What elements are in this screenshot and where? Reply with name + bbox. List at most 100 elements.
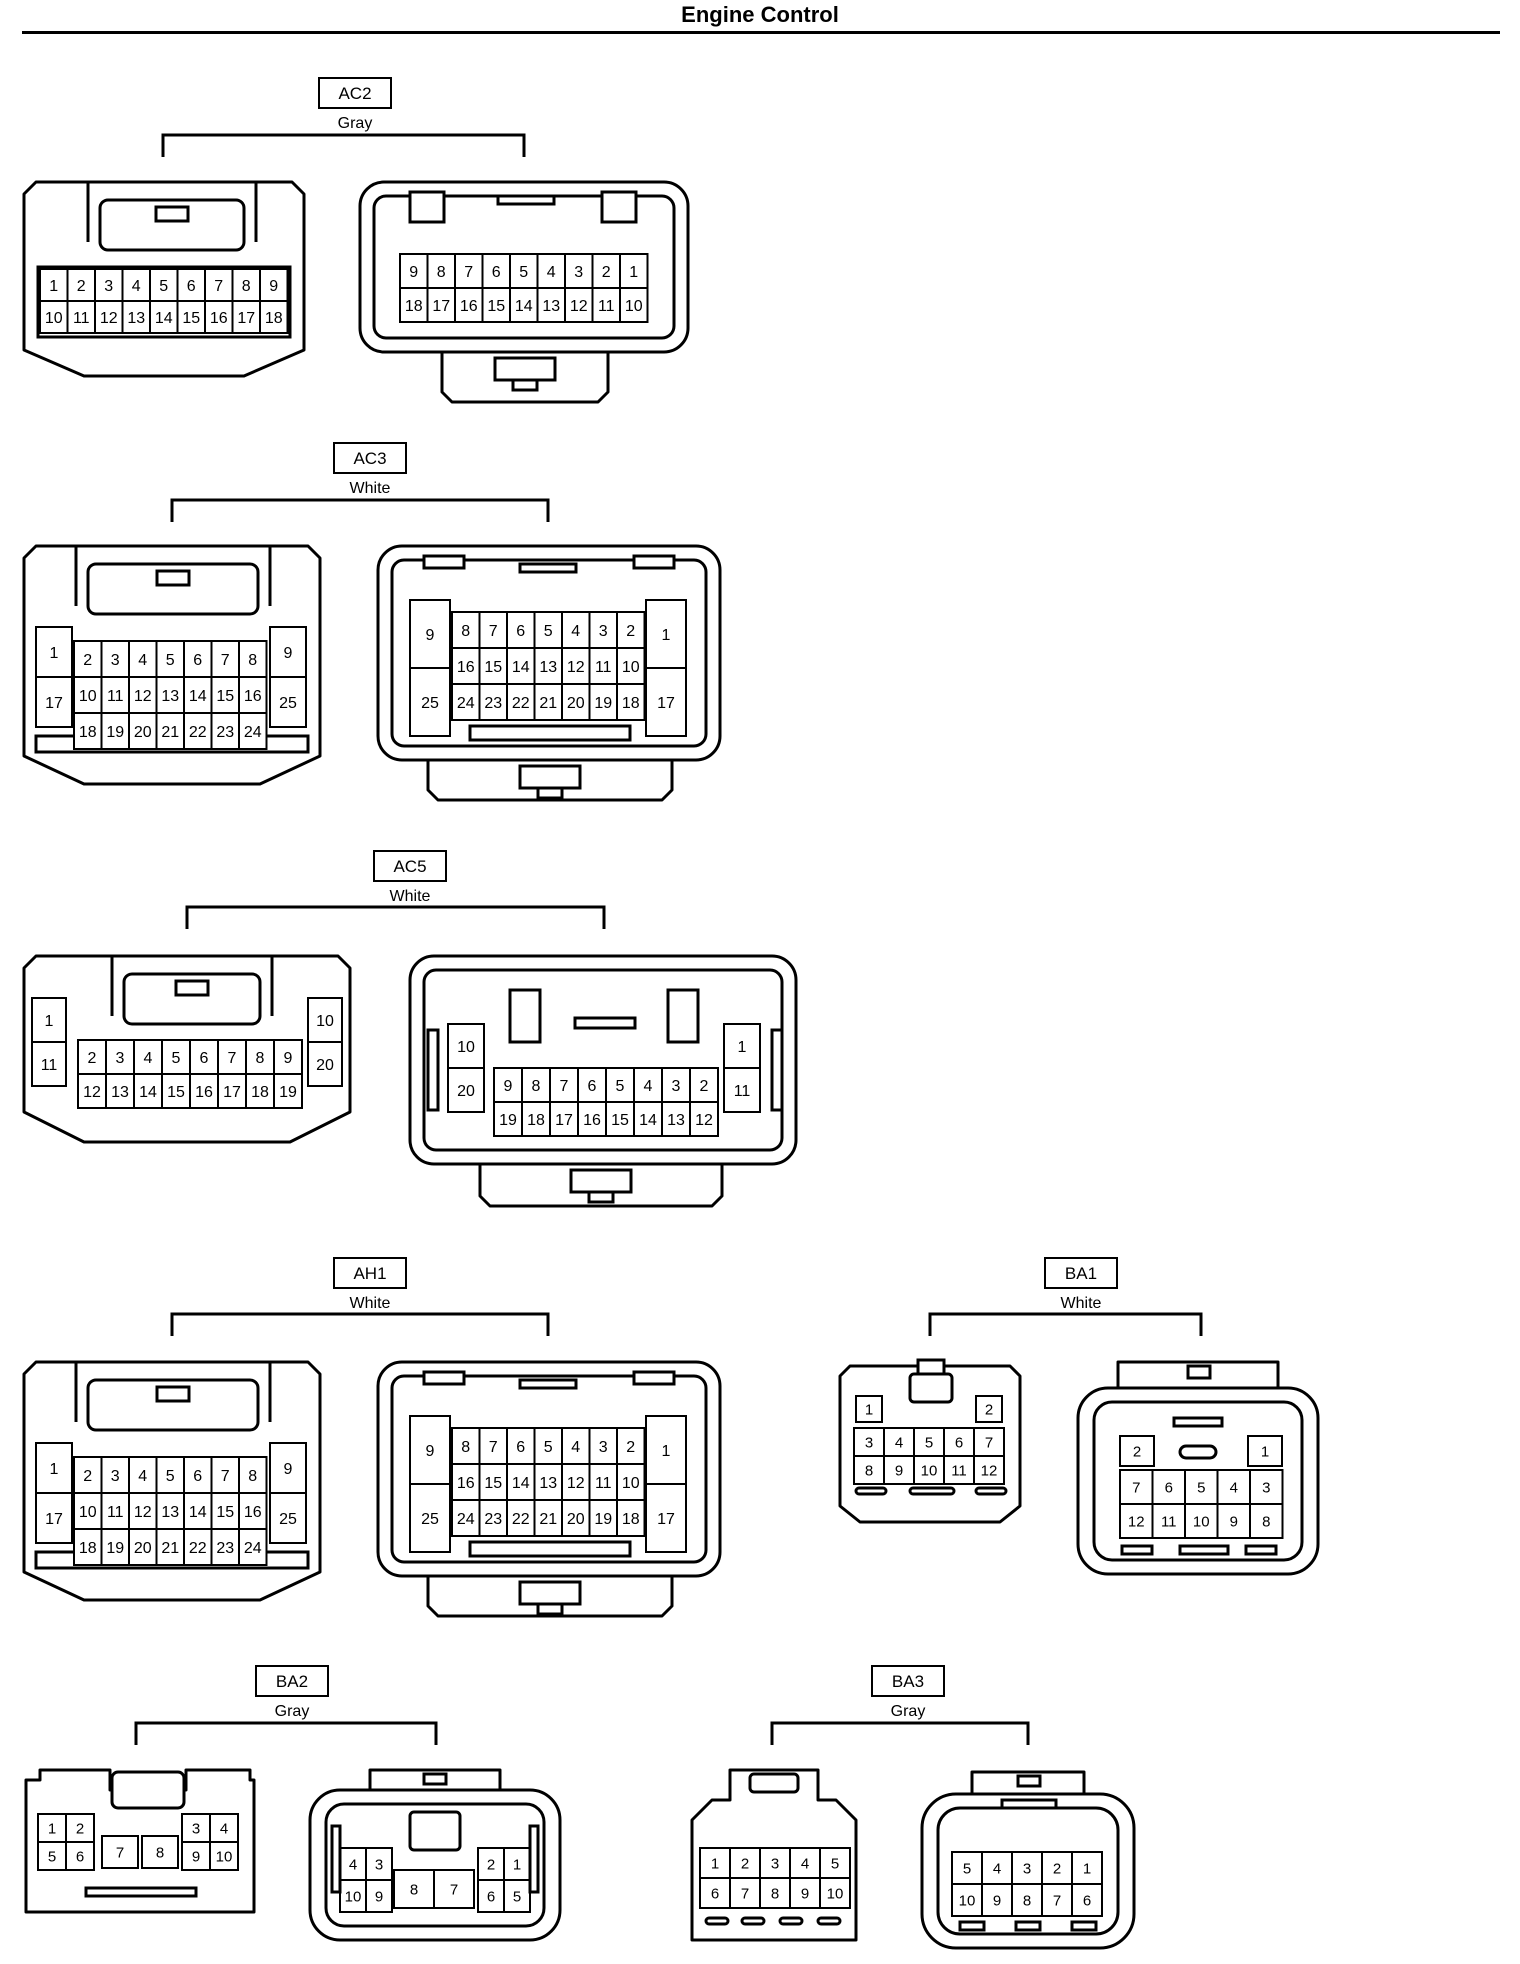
seal-rib	[958, 1920, 986, 1932]
pin-number: 22	[512, 1511, 530, 1528]
pin-cell: 23	[478, 683, 508, 721]
pin-number: 12	[134, 688, 152, 705]
seal-rib	[1244, 1544, 1278, 1556]
pin-cell: 9	[981, 1883, 1013, 1917]
pin-cell: 12	[94, 300, 124, 334]
lock-tab	[511, 378, 539, 392]
pin-number: 19	[279, 1084, 297, 1101]
pin-box	[605, 1101, 635, 1137]
pin-number: 6	[955, 1434, 963, 1451]
pin-number: 11	[107, 1504, 124, 1521]
pin-cell: 11	[31, 1041, 67, 1087]
pin-cell: 5	[951, 1851, 983, 1885]
pin-cell: 2	[616, 1427, 646, 1465]
pin-cell: 14	[509, 287, 539, 323]
pin-box	[1071, 1883, 1103, 1917]
pin-number: 12	[567, 659, 585, 676]
pin-number: 7	[741, 1885, 749, 1902]
pin-number: 8	[532, 1078, 541, 1095]
pin-cell: 3	[181, 1813, 211, 1843]
pin-cell: 17	[645, 1483, 687, 1553]
pin-cell: 19	[588, 1499, 618, 1537]
housing-rail	[468, 1540, 632, 1558]
pin-cell: 2	[975, 1395, 1003, 1423]
key-slot	[1178, 1444, 1218, 1460]
connector-color: White	[1061, 1295, 1102, 1312]
pin-box	[37, 1813, 67, 1843]
connector-id: AC3	[353, 449, 386, 468]
pin-number: 23	[484, 695, 502, 712]
pin-cell: 16	[238, 1492, 268, 1530]
pin-cell: 3	[588, 611, 618, 649]
pin-number: 10	[959, 1892, 976, 1909]
pin-cell: 10	[616, 1463, 646, 1501]
pin-number: 9	[1230, 1513, 1238, 1530]
pin-box	[66, 268, 96, 302]
pin-cell: 4	[133, 1039, 163, 1075]
lock-hood-line	[74, 546, 272, 606]
pair-bracket	[185, 905, 606, 929]
pin-cell: 10	[951, 1883, 983, 1917]
pin-cell: 4	[536, 253, 566, 289]
pin-cell: 9	[1216, 1503, 1251, 1539]
pin-number: 2	[487, 1856, 495, 1873]
pair-bracket	[170, 498, 550, 522]
pin-number: 16	[457, 1475, 475, 1492]
pin-cell: 8	[521, 1067, 551, 1103]
pin-number: 7	[221, 1468, 230, 1485]
pin-box	[661, 1101, 691, 1137]
pin-cell: 21	[533, 1499, 563, 1537]
pin-box	[133, 1039, 163, 1075]
pin-box	[183, 712, 213, 750]
pin-number: 3	[672, 1078, 681, 1095]
lock-latch	[86, 1378, 260, 1432]
pin-cell: 3	[588, 1427, 618, 1465]
pin-cell: 22	[183, 712, 213, 750]
pin-cell: 7	[204, 268, 234, 302]
pin-cell: 22	[506, 683, 536, 721]
pin-box	[478, 1499, 508, 1537]
pin-number: 8	[242, 278, 251, 295]
pin-box	[259, 300, 289, 334]
pin-box	[409, 667, 451, 737]
pin-number: 22	[189, 724, 207, 741]
pin-box	[339, 1847, 367, 1881]
pin-cell: 3	[94, 268, 124, 302]
pin-number: 12	[134, 1504, 152, 1521]
pin-cell: 16	[454, 287, 484, 323]
pin-cell: 9	[259, 268, 289, 302]
pin-cell: 19	[273, 1073, 303, 1109]
pin-box	[521, 1101, 551, 1137]
pin-number: 7	[116, 1844, 124, 1861]
pin-cell: 3	[661, 1067, 691, 1103]
pin-cell: 6	[577, 1067, 607, 1103]
pin-cell: 1	[35, 626, 73, 678]
pin-number: 3	[1262, 1479, 1270, 1496]
lock-hood-line	[110, 956, 274, 1016]
pin-cell: 12	[128, 1492, 158, 1530]
pin-number: 4	[895, 1434, 903, 1451]
pin-number: 14	[515, 298, 533, 315]
seal-rib	[1070, 1920, 1098, 1932]
pin-number: 7	[228, 1050, 237, 1067]
pin-cell: 9	[493, 1067, 523, 1103]
pin-box	[128, 640, 158, 678]
pin-number: 3	[111, 1468, 120, 1485]
pin-cell: 1	[31, 997, 67, 1043]
pair-bracket	[134, 1721, 438, 1745]
pin-number: 7	[1132, 1479, 1140, 1496]
pin-number: 19	[499, 1112, 517, 1129]
pin-cell: 7	[454, 253, 484, 289]
pin-cell: 10	[1184, 1503, 1219, 1539]
pin-cell: 6	[189, 1039, 219, 1075]
pin-cell: 4	[128, 1456, 158, 1494]
pin-cell: 9	[789, 1877, 821, 1909]
pin-box	[1011, 1883, 1043, 1917]
pin-box	[561, 683, 591, 721]
pin-cell: 15	[605, 1101, 635, 1137]
pin-number: 12	[567, 1475, 585, 1492]
connector-color: Gray	[275, 1703, 310, 1720]
pin-number: 3	[771, 1855, 779, 1872]
pin-number: 4	[132, 278, 141, 295]
